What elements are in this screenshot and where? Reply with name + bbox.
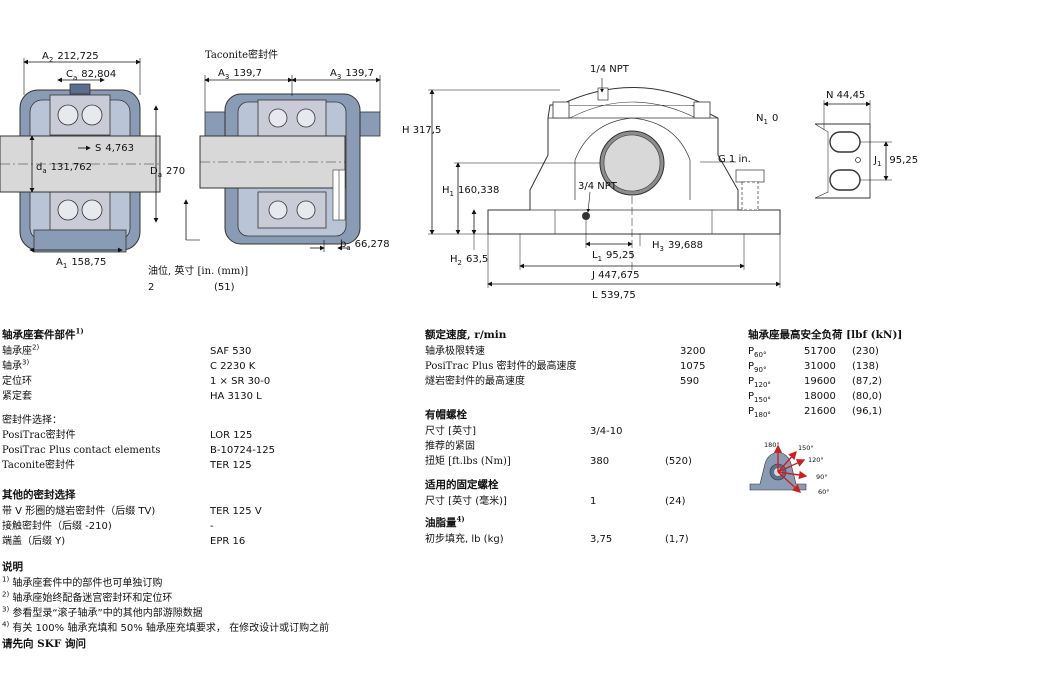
notes-footer: 请先向 SKF 询问 [2, 638, 86, 650]
load-row: P150°18000(80,0) [748, 391, 883, 404]
svg-text:1/4 NPT: 1/4 NPT [590, 64, 630, 75]
svg-text:J 447,675: J 447,675 [591, 270, 639, 281]
load-row: P90°31000(138) [748, 361, 879, 374]
angle-90: 90° [816, 473, 828, 481]
svg-text:L 539,75: L 539,75 [592, 290, 636, 301]
svg-text:G 1 in.: G 1 in. [718, 154, 751, 165]
angle-150: 150° [798, 444, 814, 452]
svg-text:N10: N10 [756, 113, 778, 126]
housing-cross-section-left [0, 58, 161, 253]
svg-text:3/4 NPT: 3/4 NPT [578, 181, 618, 192]
svg-text:H 317,5: H 317,5 [402, 125, 441, 136]
notes: 说明 1) 轴承座套件中的部件也可单独订购 2) 轴承座始终配备迷宫密封环和定位… [2, 560, 422, 653]
angle-180: 180° [764, 441, 780, 449]
load-direction-diagram: 180° 150° 120° 90° 60° [749, 441, 830, 496]
other-seal-row: 接触密封件（后缀 -210)- [2, 521, 214, 532]
angle-120: 120° [808, 456, 824, 464]
housing-front-view [428, 78, 781, 288]
oil-level-title: 油位, 英寸 [in. (mm)] [148, 264, 248, 277]
note-item: 1) 轴承座套件中的部件也可单独订购 [2, 575, 163, 589]
angle-60: 60° [818, 488, 830, 496]
load-row: P180°21600(96,1) [748, 406, 883, 419]
seal-selection-title: 密封件选择： [2, 415, 62, 426]
other-seal-row: 带 V 形圈的燧岩密封件（后缀 TV)TER 125 V [2, 506, 262, 517]
bolt-slot-detail [814, 100, 892, 199]
load-row: P120°19600(87,2) [748, 376, 883, 389]
note-item: 2) 轴承座始终配备迷宫密封环和定位环 [2, 590, 173, 604]
svg-text:Taconite密封件: Taconite密封件 [205, 48, 278, 61]
note-item: 3) 参看型录“滚子轴承”中的其他内部游隙数据 [2, 605, 203, 619]
svg-text:N 44,45: N 44,45 [826, 90, 865, 101]
cap-bolts: 有帽螺栓 尺寸 [英寸]3/4-10 推荐的紧固 扭矩 [ft.lbs (Nm)… [425, 409, 692, 467]
other-seal-row: 端盖（后缀 Y)EPR 16 [2, 536, 246, 547]
other-seal-options: 其他的密封选择 带 V 形圈的燧岩密封件（后缀 TV)TER 125 V 接触密… [2, 488, 332, 549]
fixing-bolts: 适用的固定螺栓 尺寸 [英寸 (毫米)]1(24) [425, 479, 686, 507]
grease-quantity: 油脂量4) 初步填充, lb (kg)3,75(1,7) [425, 514, 689, 546]
housing-cross-section-taconite [183, 75, 381, 252]
oil-level-in: 2 [148, 282, 154, 293]
component-row: 轴承座2)SAF 530 [2, 343, 252, 357]
svg-text:S4,763: S4,763 [95, 143, 134, 154]
component-row: 轴承3)C 2230 K [2, 358, 256, 372]
note-item: 4) 有关 100% 轴承充填和 50% 轴承座充填要求， 在修改设计或订购之前 [2, 620, 330, 634]
max-safe-loads: 轴承座最高安全负荷 [lbf (kN)] P60°51700(230) P90°… [748, 328, 1008, 419]
load-row: P60°51700(230) [748, 346, 879, 359]
oil-level-mm: (51) [214, 282, 235, 293]
